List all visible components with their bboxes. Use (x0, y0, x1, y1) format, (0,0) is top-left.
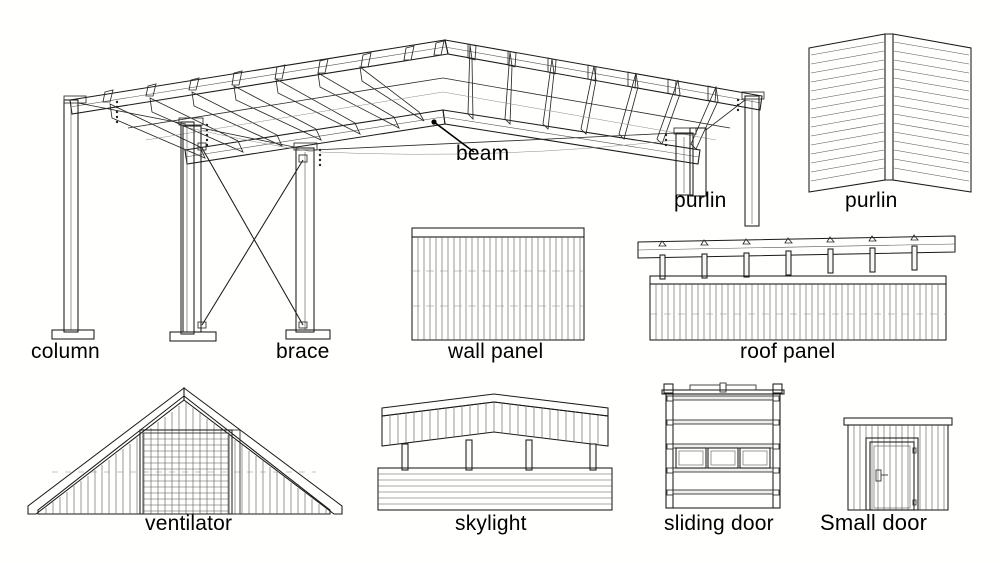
purlin-clip-tabs (102, 40, 717, 103)
label-beam: beam (456, 142, 510, 165)
label-ventilator: ventilator (145, 512, 233, 535)
frame-cross-brace (197, 142, 308, 329)
frame-haunch-plates (63, 91, 765, 167)
frame-columns-front (182, 125, 707, 333)
beam-leader-line (430, 118, 490, 158)
figure-ventilator (22, 382, 347, 515)
label-brace: brace (276, 340, 330, 363)
figure-main-frame (0, 0, 790, 350)
figure-sliding-door (658, 378, 788, 510)
frame-columns-back (63, 95, 760, 335)
frame-rafter-front-right (442, 109, 701, 165)
label-skylight: skylight (455, 512, 527, 535)
frame-base-plates (51, 329, 331, 342)
label-wall-panel: wall panel (448, 340, 544, 363)
frame-rafter-back-right (444, 39, 763, 111)
figure-small-door (840, 412, 960, 512)
frame-rafter-back-left (69, 39, 449, 115)
label-column: column (31, 340, 100, 363)
figure-skylight (374, 390, 616, 512)
sliding-door-windows (675, 447, 771, 469)
frame-purlins-left (109, 66, 425, 159)
label-purlin-panel: purlin (845, 189, 898, 212)
label-small-door: Small door (820, 510, 928, 535)
label-sliding-door: sliding door (664, 512, 774, 535)
figure-roof-panel (634, 232, 959, 344)
label-purlin-frame: purlin (674, 189, 727, 212)
figure-purlin-panel (805, 28, 975, 193)
label-roof-panel: roof panel (740, 340, 836, 363)
figure-wall-panel (408, 224, 588, 344)
